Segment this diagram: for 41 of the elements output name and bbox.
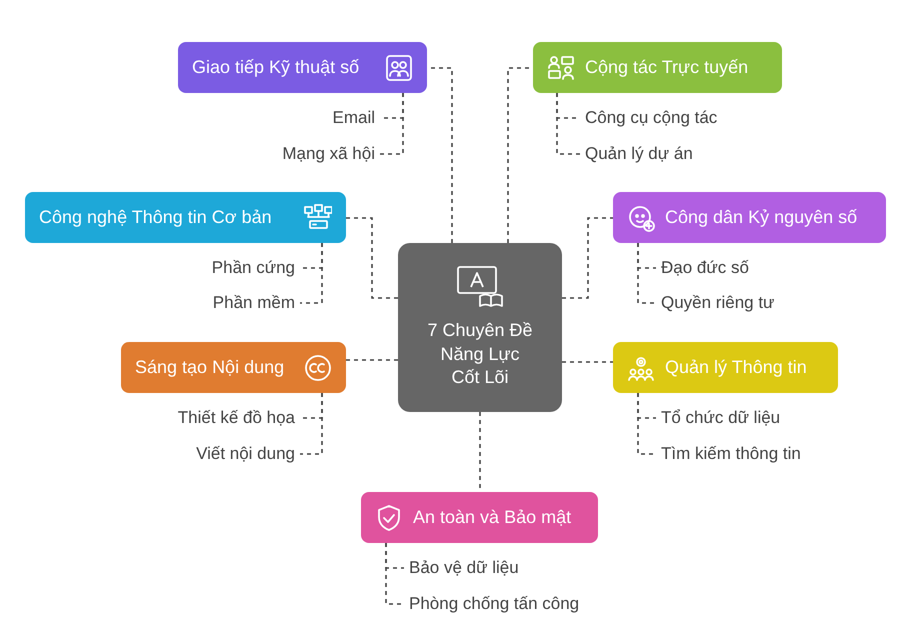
connector-line: [562, 361, 613, 363]
subtopic-text: Tìm kiếm thông tin: [656, 442, 801, 466]
topic-label: Giao tiếp Kỹ thuật số: [192, 57, 360, 78]
topic-box: [613, 342, 838, 393]
connector-line: [380, 93, 404, 155]
subtopic-text: Phòng chống tấn công: [404, 592, 580, 616]
topic-box: [121, 342, 346, 393]
connector-line: [385, 543, 404, 605]
topic-label: Sáng tạo Nội dung: [135, 357, 284, 378]
subtopic-text: Thiết kế đồ họa: [178, 406, 300, 430]
connector-line: [346, 359, 398, 361]
subtopic-text: Tổ chức dữ liệu: [656, 406, 780, 430]
topic-label: An toàn và Bảo mật: [413, 507, 572, 528]
subtopic-text: Công cụ cộng tác: [580, 106, 718, 130]
connector-line: [562, 217, 613, 299]
central-topic-label: 7 Chuyên Đề Năng Lực Cốt Lõi: [426, 319, 534, 390]
subtopic-text: Quyền riêng tư: [656, 291, 774, 315]
subtopic-text: Phần mềm: [212, 291, 300, 315]
topic-box: [613, 192, 886, 243]
connector-line: [346, 217, 398, 299]
connector-line: [637, 243, 656, 304]
topic-label: Quản lý Thông tin: [665, 357, 807, 378]
subtopic-text: Phần cứng: [212, 256, 300, 280]
subtopic-text: Mạng xã hội: [282, 142, 380, 166]
connector-line: [556, 93, 580, 155]
topic-label: Cộng tác Trực tuyến: [585, 57, 748, 78]
topic-box: [178, 42, 427, 93]
topic-box: [361, 492, 598, 543]
subtopic-text: Quản lý dự án: [580, 142, 693, 166]
topic-box: [25, 192, 346, 243]
topic-box: [533, 42, 782, 93]
subtopic-text: Đạo đức số: [656, 256, 749, 280]
subtopic-text: Bảo vệ dữ liệu: [404, 556, 519, 580]
subtopic-text: Viết nội dung: [196, 442, 300, 466]
topic-label: Công dân Kỷ nguyên số: [665, 207, 858, 228]
connector-line: [637, 393, 656, 455]
central-topic-box: [398, 243, 562, 412]
topic-label: Công nghệ Thông tin Cơ bản: [39, 207, 272, 228]
connector-line: [300, 393, 323, 455]
connector-line: [300, 243, 323, 304]
subtopic-text: Email: [332, 106, 380, 130]
